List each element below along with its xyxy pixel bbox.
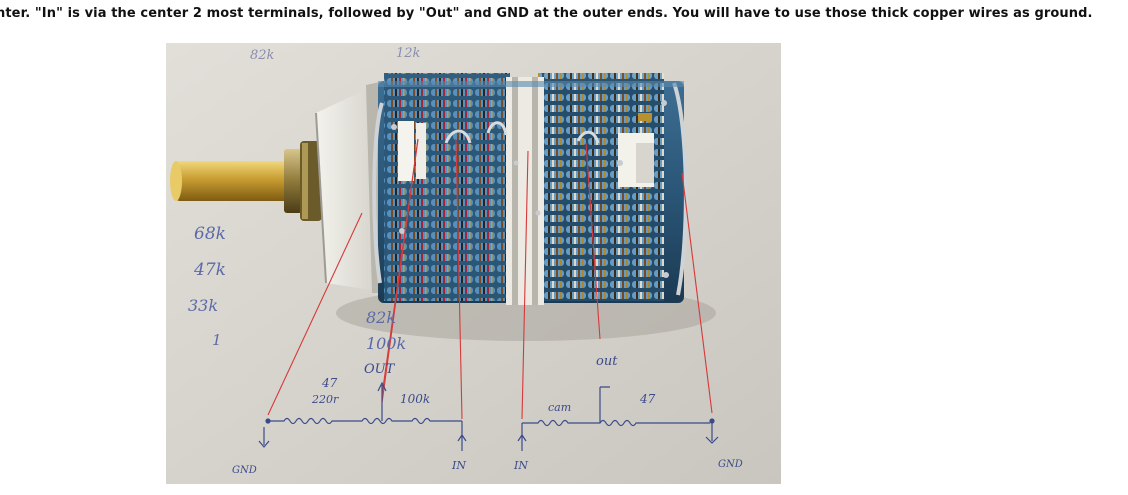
resistor-stack <box>372 73 688 305</box>
red-wires <box>267 138 713 420</box>
brass-shaft <box>170 141 322 221</box>
article-caption: nter. "In" is via the center 2 most term… <box>0 6 1093 21</box>
note-47k: 47k <box>193 260 226 280</box>
note-gnd-left: GND <box>232 465 257 476</box>
note-47-right: 47 <box>639 392 656 406</box>
handwritten-notes: 82k 12k 68k 47k 33k 1 82k 100k OUT out 4… <box>188 46 743 476</box>
note-top-left: 82k <box>250 48 275 63</box>
photo-canvas: 82k 12k 68k 47k 33k 1 82k 100k OUT out 4… <box>166 43 781 484</box>
note-in-right: IN <box>513 459 528 472</box>
note-in-left: IN <box>451 459 466 472</box>
note-47-left: 47 <box>321 376 338 390</box>
attenuator-photo: 82k 12k 68k 47k 33k 1 82k 100k OUT out 4… <box>166 43 781 484</box>
note-cam: cam <box>548 401 571 414</box>
note-33k: 33k <box>188 296 218 315</box>
note-100k-res: 100k <box>400 392 430 406</box>
note-220r: 220r <box>311 393 339 406</box>
note-gnd-right: GND <box>718 459 743 470</box>
hand-schematic <box>258 381 719 451</box>
note-82k: 82k <box>366 308 396 327</box>
note-out-right: out <box>596 354 618 369</box>
note-out-left: OUT <box>364 362 396 377</box>
note-1: 1 <box>212 331 222 349</box>
note-68k: 68k <box>194 224 226 244</box>
note-top-mid: 12k <box>396 46 421 61</box>
note-100k: 100k <box>366 334 406 353</box>
